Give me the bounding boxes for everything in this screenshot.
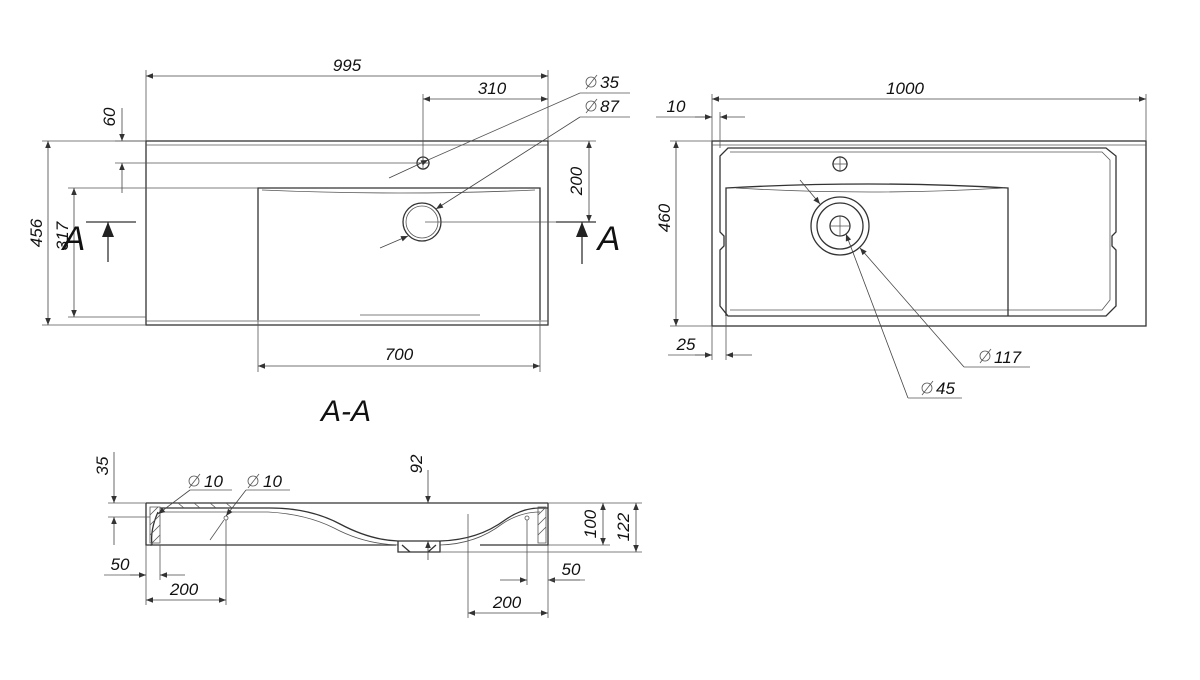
- dim-50-left: 50: [111, 555, 130, 574]
- section-view: A-A 35: [93, 395, 642, 618]
- dim-25: 25: [676, 335, 696, 354]
- dim-100: 100: [581, 509, 600, 538]
- dim-122: 122: [614, 512, 633, 541]
- dim-35: 35: [93, 456, 112, 475]
- dim-dia-10-left: 10: [204, 472, 223, 491]
- dim-200-left: 200: [169, 580, 199, 599]
- dim-dia-45: 45: [936, 379, 955, 398]
- dim-310: 310: [478, 79, 507, 98]
- section-letter-right: A: [596, 220, 621, 258]
- dim-317: 317: [53, 221, 72, 250]
- dim-460: 460: [655, 203, 674, 232]
- dim-dia-10-right: 10: [263, 472, 282, 491]
- dim-200: 200: [567, 166, 586, 196]
- section-mark-left: A: [61, 220, 136, 262]
- drain-outer-ring: [810, 196, 870, 256]
- top-view: 995 310 35 87 60 456 317: [27, 56, 630, 372]
- dim-995: 995: [333, 56, 362, 75]
- dim-700: 700: [385, 345, 414, 364]
- dim-200-right: 200: [492, 593, 522, 612]
- dim-dia-117: 117: [994, 348, 1022, 367]
- section-title: A-A: [319, 395, 371, 428]
- section-mark-right: A: [556, 220, 620, 264]
- dim-1000: 1000: [886, 79, 924, 98]
- dim-dia-87: 87: [600, 97, 619, 116]
- dim-456: 456: [27, 218, 46, 247]
- dim-50-right: 50: [562, 560, 581, 579]
- dim-92: 92: [407, 454, 426, 473]
- front-view: 1000 10 460 25 117 45: [655, 79, 1147, 399]
- dim-60: 60: [100, 107, 119, 126]
- dim-10: 10: [667, 97, 686, 116]
- section-letter-left: A: [61, 220, 86, 258]
- dim-dia-35: 35: [600, 73, 619, 92]
